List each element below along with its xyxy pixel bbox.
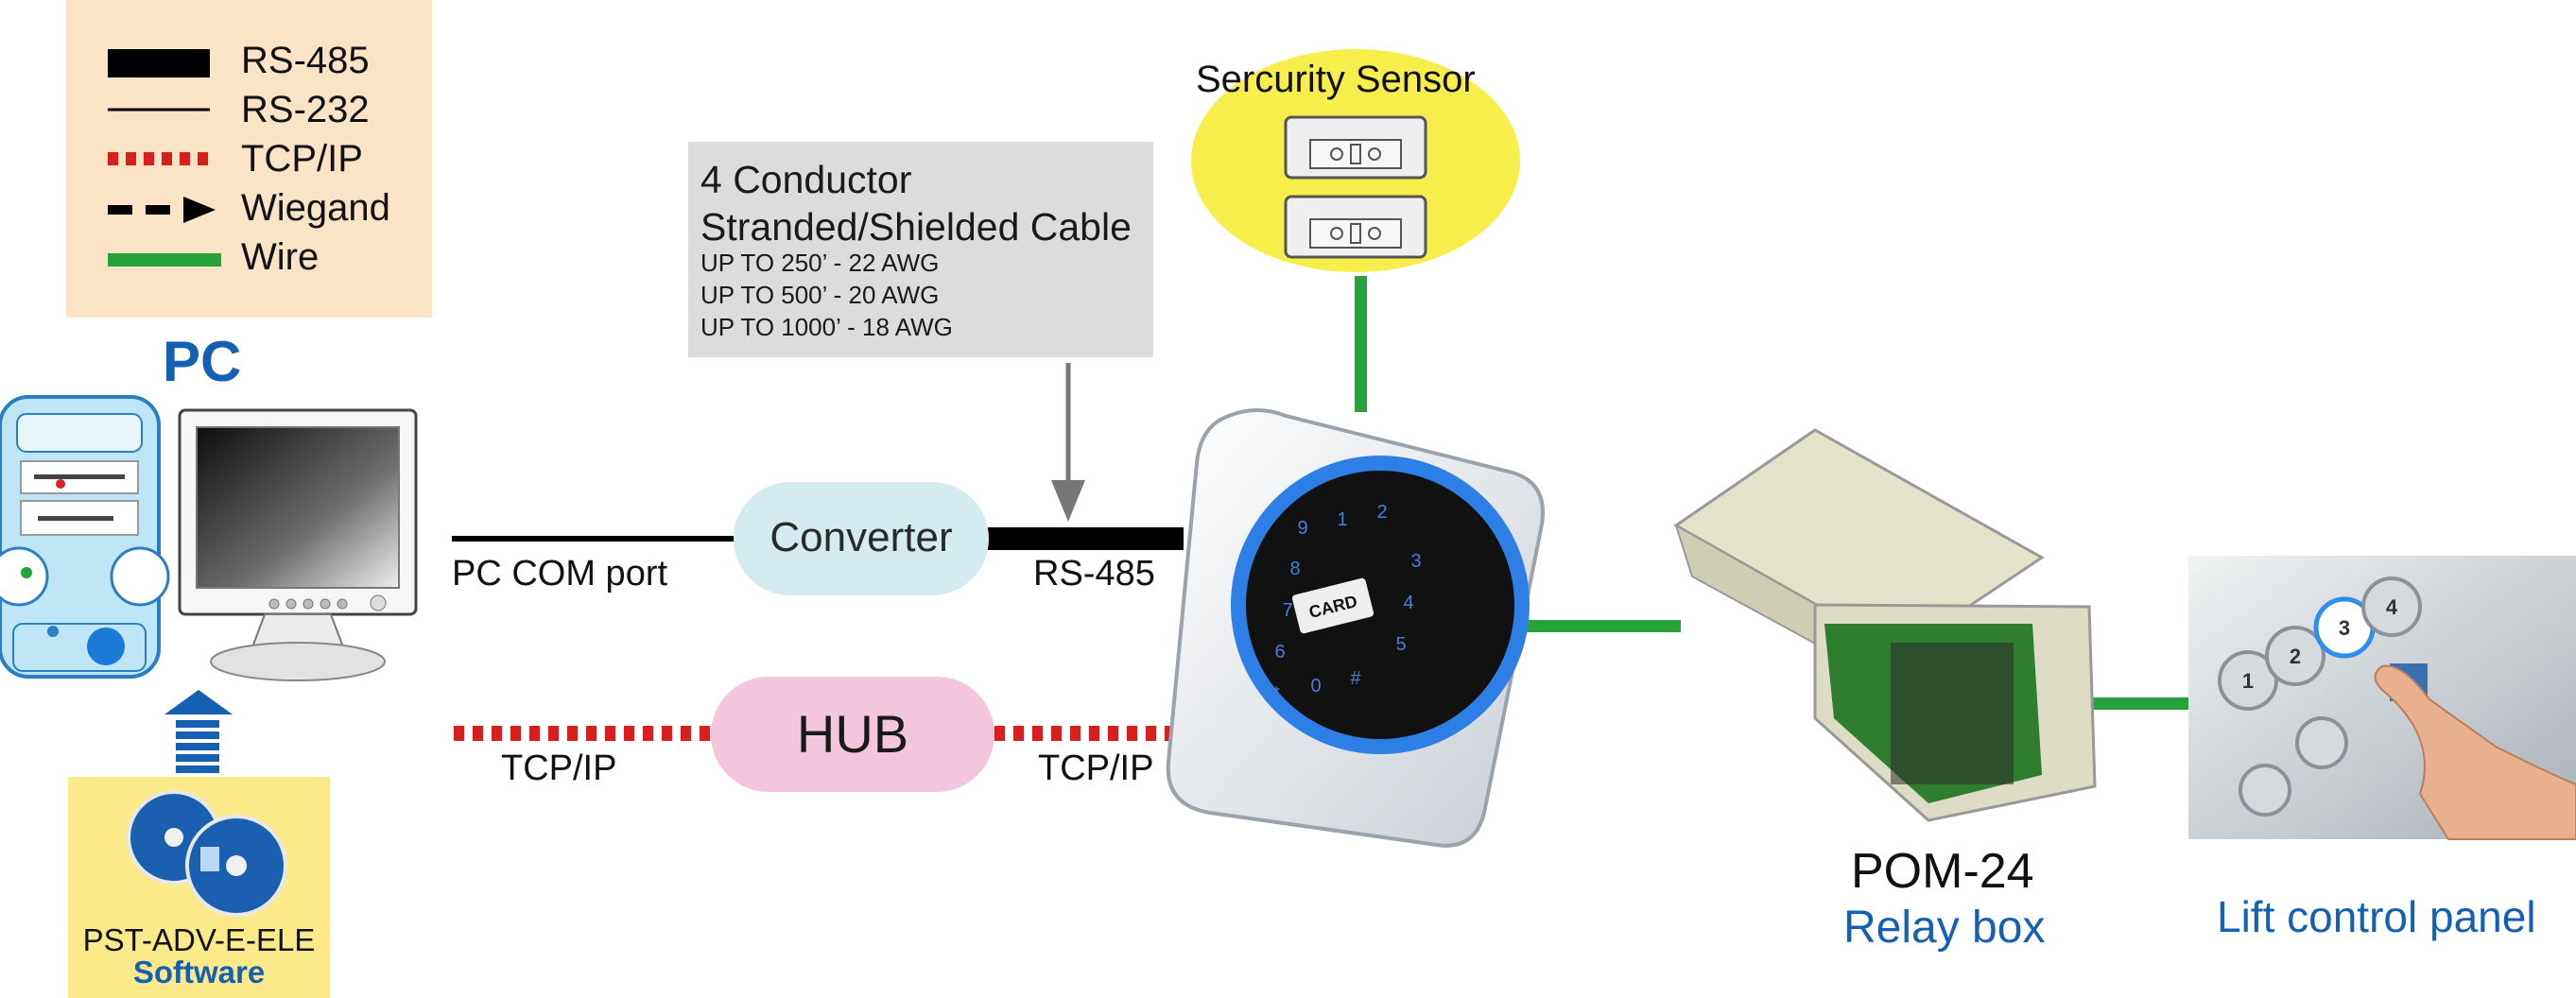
cable-title-line2: Stranded/Shielded Cable xyxy=(700,205,1132,249)
tcpip-label-right: TCP/IP xyxy=(1038,748,1154,788)
keypad-key: # xyxy=(1350,668,1361,689)
sensor-title: Sercurity Sensor xyxy=(1196,59,1476,100)
software-cd-icon xyxy=(68,777,330,998)
converter-node xyxy=(734,482,989,595)
cable-spec-250: UP TO 250’ - 22 AWG xyxy=(700,249,940,277)
lift-button-number: 2 xyxy=(2290,645,2301,668)
legend-label-wire: Wire xyxy=(241,236,320,278)
legend-label-rs485: RS-485 xyxy=(241,40,370,81)
pc-tower-icon xyxy=(0,395,170,679)
keypad-key: * xyxy=(1272,683,1280,704)
hub-label: HUB xyxy=(796,704,909,764)
pc-title: PC xyxy=(163,330,242,393)
legend-label-rs232: RS-232 xyxy=(241,89,370,130)
software-name: PST-ADV-E-ELE xyxy=(82,922,316,957)
wire-relay-lift xyxy=(2083,697,2189,710)
keypad-key: 1 xyxy=(1337,509,1347,530)
lift-panel-photo xyxy=(2188,556,2576,840)
converter-label: Converter xyxy=(769,514,953,560)
keypad-key: 6 xyxy=(1274,642,1285,662)
card-reader-keypad: 9 1 2 8 3 7 4 6 5 * 0 # xyxy=(1272,502,1421,704)
rs485-line xyxy=(987,527,1184,550)
wire-reader-relay xyxy=(1514,620,1681,632)
keypad-key: 5 xyxy=(1395,634,1406,655)
legend-label-wiegand: Wiegand xyxy=(241,187,390,229)
keypad-key: 2 xyxy=(1376,502,1387,523)
cable-pointer-arrow xyxy=(1051,363,1085,522)
cable-title-line1: 4 Conductor xyxy=(700,158,912,201)
software-label: Software xyxy=(132,955,266,989)
keypad-key: 9 xyxy=(1297,518,1307,539)
security-sensor-icon xyxy=(1284,115,1427,259)
legend-swatch-wire xyxy=(108,253,221,267)
lift-button-labels: 1 2 3 4 xyxy=(2242,595,2398,693)
legend-swatch-wiegand xyxy=(108,197,216,223)
pc-com-port-label: PC COM port xyxy=(452,554,668,594)
lift-button-number: 1 xyxy=(2242,669,2254,693)
cable-spec-500: UP TO 500’ - 20 AWG xyxy=(700,281,940,309)
cable-info-box xyxy=(688,142,1153,357)
keypad-key: 4 xyxy=(1403,593,1413,613)
relay-model: POM-24 xyxy=(1851,844,2034,899)
tcpip-label-left: TCP/IP xyxy=(501,748,617,788)
relay-box-device xyxy=(1673,428,2097,822)
lift-button-number: 3 xyxy=(2339,616,2350,640)
rs485-label: RS-485 xyxy=(1033,554,1155,594)
relay-name: Relay box xyxy=(1843,903,2046,953)
pc-monitor-icon xyxy=(178,408,418,681)
card-reader-device xyxy=(1166,408,1545,848)
hub-node xyxy=(711,677,994,792)
legend-label-tcpip: TCP/IP xyxy=(241,138,363,180)
keypad-key: 3 xyxy=(1410,551,1421,572)
wire-sensor-reader xyxy=(1355,276,1367,412)
install-arrow-icon xyxy=(164,690,233,773)
lift-button-number: 4 xyxy=(2386,595,2398,619)
legend-swatch-rs485 xyxy=(108,49,210,77)
keypad-key: 0 xyxy=(1310,676,1321,697)
keypad-key: 7 xyxy=(1282,600,1292,621)
keypad-key: 8 xyxy=(1289,559,1300,579)
lift-panel-label: Lift control panel xyxy=(2217,892,2536,941)
cable-spec-1000: UP TO 1000’ - 18 AWG xyxy=(700,313,953,341)
